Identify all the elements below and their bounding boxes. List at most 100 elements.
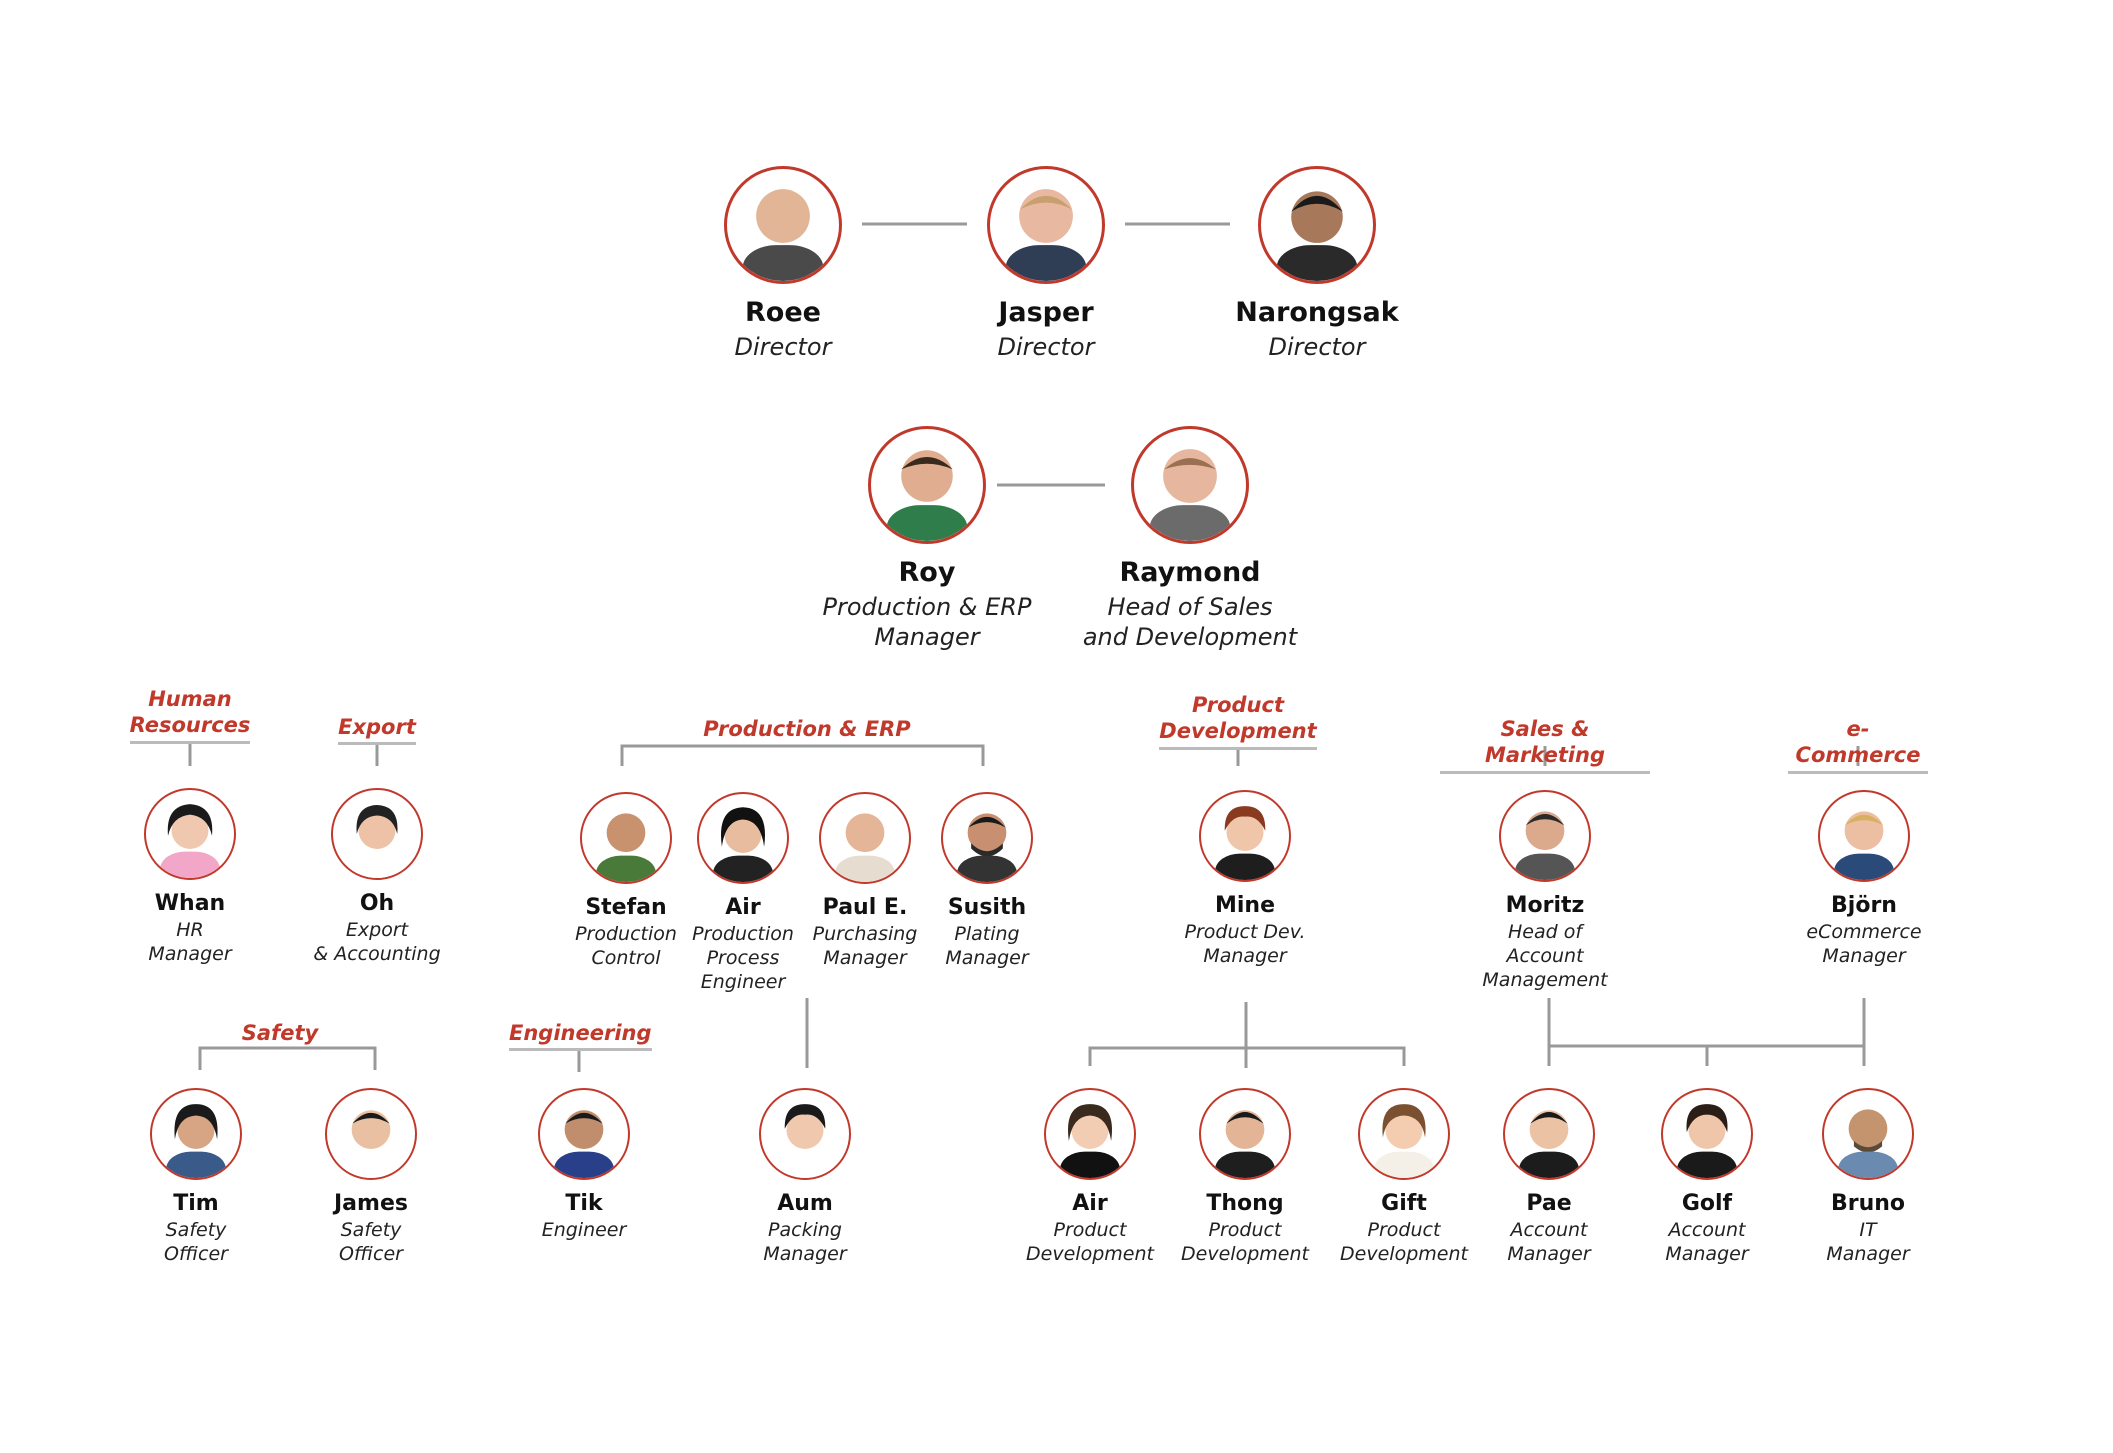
director-roee: Roee Director [683,166,883,362]
staff-paul: Paul E. Purchasing Manager [795,792,935,971]
person-role: HR Manager [148,919,232,965]
staff-whan: Whan HR Manager [110,788,270,967]
staff-susith: Susith Plating Manager [917,792,1057,971]
person-role: Head of Sales and Development [1082,592,1298,651]
avatar [1503,1088,1595,1180]
person-name: Roee [745,297,821,328]
person-name: Golf [1681,1191,1733,1216]
staff-oh: Oh Export & Accounting [292,788,462,967]
dept-product-development: Product Development [1148,692,1328,750]
person-role: Director [734,332,832,361]
person-role: Product Development [1026,1219,1154,1265]
staff-bjorn: Björn eCommerce Manager [1784,790,1944,969]
person-role: eCommerce Manager [1806,921,1922,967]
staff-pae: Pae Account Manager [1479,1088,1619,1267]
person-name: Whan [154,891,226,916]
avatar [868,426,986,544]
person-role: Production & ERP Manager [822,592,1032,651]
avatar [1131,426,1249,544]
staff-mine: Mine Product Dev. Manager [1165,790,1325,969]
person-name: Jasper [998,297,1094,328]
dept-ecommerce: e-Commerce [1788,716,1928,774]
staff-james: James Safety Officer [296,1088,446,1267]
person-name: Bruno [1830,1191,1906,1216]
person-role: Product Development [1340,1219,1468,1265]
person-role: Production Process Engineer [692,923,794,993]
director-jasper: Jasper Director [946,166,1146,362]
avatar [331,788,423,880]
staff-air-production: Air Production Process Engineer [673,792,813,994]
person-role: Safety Officer [164,1219,228,1265]
person-role: Purchasing Manager [812,923,918,969]
avatar [580,792,672,884]
avatar [941,792,1033,884]
dept-sales-marketing: Sales & Marketing [1440,716,1650,774]
person-name: Oh [359,891,395,916]
person-name: Air [725,895,761,920]
dept-export: Export [317,714,437,746]
avatar [1199,790,1291,882]
avatar [538,1088,630,1180]
staff-gift: Gift Product Development [1329,1088,1479,1267]
manager-roy: Roy Production & ERP Manager [807,426,1047,652]
person-name: Pae [1526,1191,1572,1216]
person-name: James [334,1191,408,1216]
person-name: Stefan [585,895,667,920]
person-role: Head of Account Management [1482,921,1608,991]
person-role: Safety Officer [339,1219,403,1265]
manager-raymond: Raymond Head of Sales and Development [1070,426,1310,652]
staff-moritz: Moritz Head of Account Management [1445,790,1645,992]
staff-golf: Golf Account Manager [1637,1088,1777,1267]
person-name: Thong [1206,1191,1284,1216]
dept-human-resources: Human Resources [120,686,260,744]
person-role: Engineer [541,1219,627,1242]
director-narongsak: Narongsak Director [1217,166,1417,362]
staff-tik: Tik Engineer [514,1088,654,1243]
avatar [759,1088,851,1180]
person-name: Narongsak [1235,297,1399,328]
person-name: Paul E. [822,895,908,920]
avatar [724,166,842,284]
person-name: Aum [777,1191,833,1216]
avatar [1661,1088,1753,1180]
avatar [144,788,236,880]
person-name: Moritz [1505,893,1585,918]
person-role: Account Manager [1665,1219,1749,1265]
avatar [1499,790,1591,882]
person-name: Susith [947,895,1027,920]
avatar [1199,1088,1291,1180]
staff-air-product-dev: Air Product Development [1015,1088,1165,1267]
dept-production-erp: Production & ERP [703,717,911,741]
person-name: Raymond [1119,557,1261,588]
avatar [1822,1088,1914,1180]
staff-stefan: Stefan Production Control [556,792,696,971]
person-role: Production Control [575,923,677,969]
person-role: Export & Accounting [313,919,441,965]
person-role: Plating Manager [945,923,1029,969]
person-name: Roy [898,557,956,588]
avatar [819,792,911,884]
person-name: Air [1072,1191,1108,1216]
person-role: Director [997,332,1095,361]
avatar [1358,1088,1450,1180]
avatar [325,1088,417,1180]
dept-safety: Safety [241,1021,319,1045]
staff-tim: Tim Safety Officer [121,1088,271,1267]
avatar [150,1088,242,1180]
avatar [987,166,1105,284]
person-role: Packing Manager [763,1219,847,1265]
person-name: Mine [1214,893,1276,918]
person-role: IT Manager [1826,1219,1910,1265]
dept-engineering: Engineering [509,1020,652,1052]
avatar [1044,1088,1136,1180]
person-name: Björn [1831,893,1897,918]
avatar [697,792,789,884]
staff-thong: Thong Product Development [1170,1088,1320,1267]
person-name: Tik [565,1191,603,1216]
avatar [1818,790,1910,882]
person-role: Product Dev. Manager [1184,921,1306,967]
person-role: Account Manager [1507,1219,1591,1265]
staff-aum: Aum Packing Manager [735,1088,875,1267]
person-role: Product Development [1181,1219,1309,1265]
